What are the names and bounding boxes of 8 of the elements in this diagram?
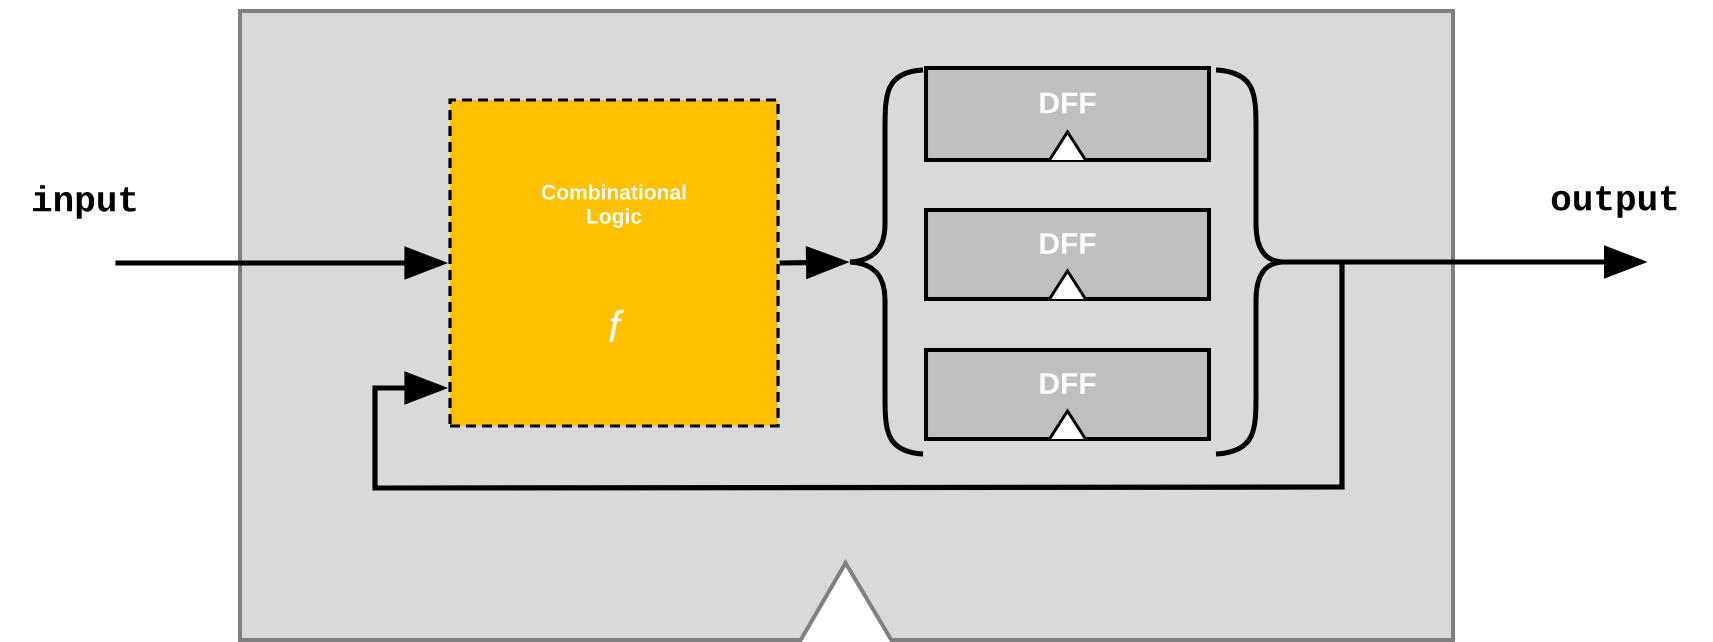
flip-flop-box: DFF	[924, 348, 1211, 441]
logic-block: Combinational Logic f	[448, 98, 780, 428]
port-label: output	[1551, 186, 1677, 218]
flip-flop-box: DFF	[924, 208, 1211, 301]
port-label: input	[33, 185, 136, 219]
flip-flop-box: DFF	[924, 66, 1211, 162]
curly-brace	[1215, 67, 1285, 457]
curly-brace	[847, 67, 924, 457]
